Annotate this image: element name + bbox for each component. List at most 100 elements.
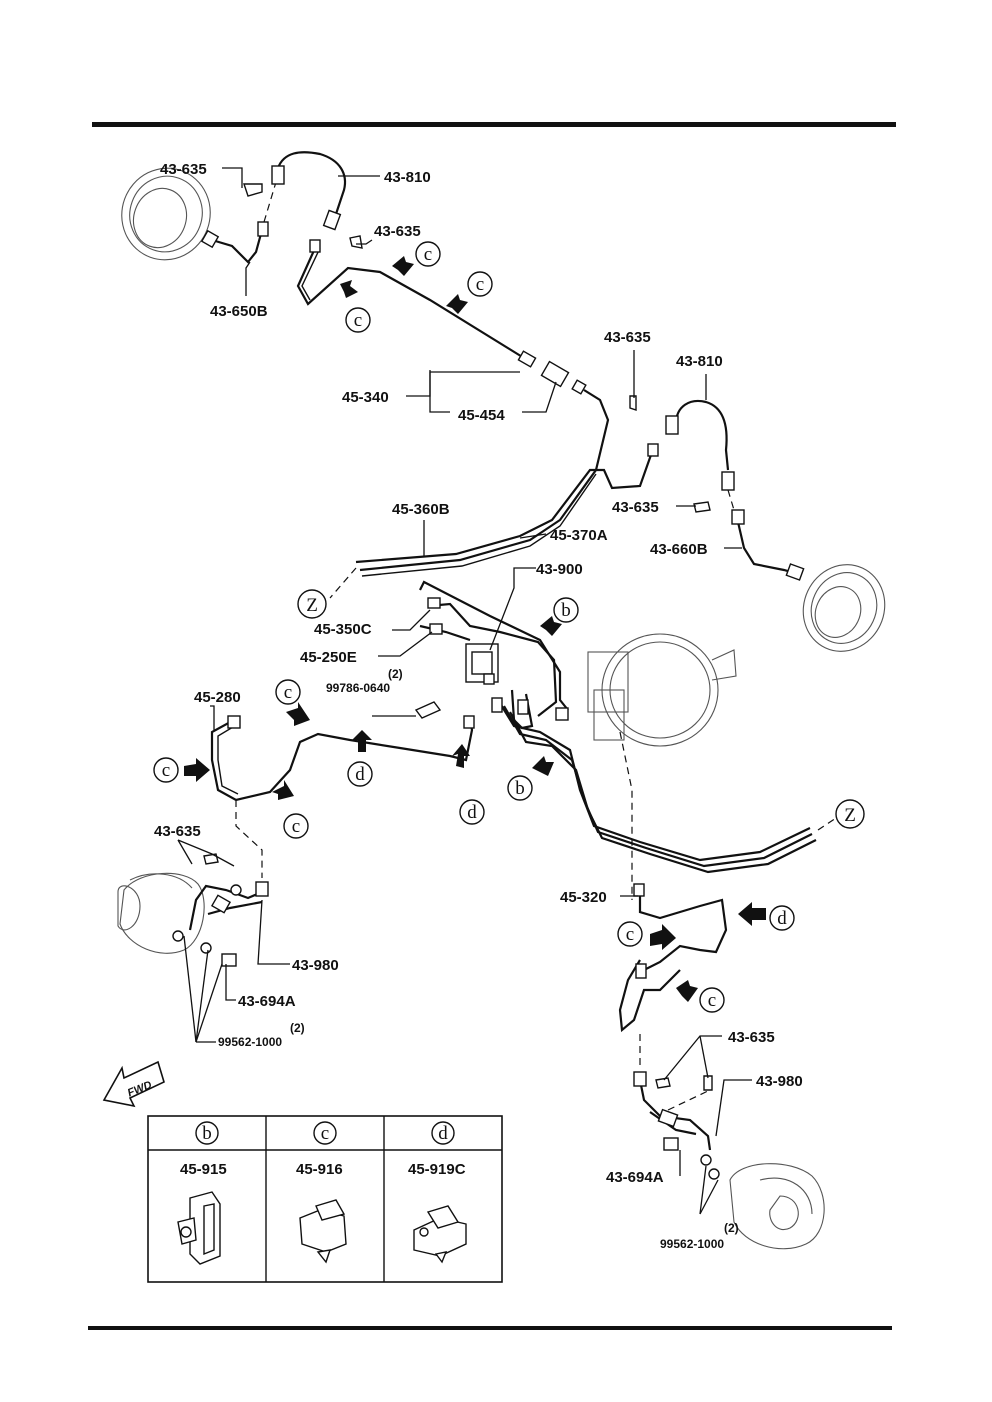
label-45-454: 45-454 xyxy=(458,407,505,424)
label-43-694a-b: 43-694A xyxy=(606,1169,664,1186)
legend-part-45-915: 45-915 xyxy=(180,1161,227,1178)
clip-43-635 xyxy=(629,395,637,411)
pipe-front-right xyxy=(497,699,811,862)
valve-43-900 xyxy=(465,643,499,685)
svg-text:c: c xyxy=(626,924,634,945)
fitting xyxy=(517,699,529,715)
fitting xyxy=(633,1071,647,1087)
qty-99562-1000-a: (2) xyxy=(290,1021,305,1035)
pipe-45-320 xyxy=(638,890,728,973)
brake-pipe-top-inner xyxy=(301,247,321,301)
fitting xyxy=(322,209,342,231)
dash-line xyxy=(817,817,837,831)
clip-45-915-icon xyxy=(177,1191,221,1265)
fwd-arrow-icon: FWD xyxy=(102,1060,165,1108)
hose-43-810-upper xyxy=(276,151,347,215)
pipe-45-280 xyxy=(210,719,474,802)
top-rule xyxy=(92,122,896,127)
dash-line xyxy=(263,181,277,223)
svg-text:d: d xyxy=(467,802,477,823)
label-99786-0640: 99786-0640 xyxy=(326,681,390,695)
svg-text:c: c xyxy=(476,274,484,295)
dash-line xyxy=(235,800,263,878)
clip-legend-table: b c d 45-915 45-916 45-919C xyxy=(147,1115,503,1283)
label-43-635-e: 43-635 xyxy=(154,823,201,840)
bolt-43-694a xyxy=(663,1137,679,1151)
rear-left-brake-drum xyxy=(121,167,211,261)
fitting xyxy=(309,239,321,253)
brake-pipe-45-370a xyxy=(359,389,610,572)
label-45-280: 45-280 xyxy=(194,689,241,706)
hose-43-810-right xyxy=(674,399,730,471)
clip-45-919c-icon xyxy=(413,1205,467,1264)
fitting xyxy=(257,221,269,237)
front-left-caliper xyxy=(117,872,205,954)
legend-header-d: d xyxy=(431,1121,455,1145)
svg-text:b: b xyxy=(515,778,525,799)
clip-43-635 xyxy=(243,183,263,197)
clip-45-916-icon xyxy=(299,1199,347,1264)
clip-43-635 xyxy=(349,235,363,249)
qty-99562-1000-b: (2) xyxy=(724,1221,739,1235)
callout-b-1: b xyxy=(553,597,579,623)
bolt-99786-0640 xyxy=(414,701,442,719)
svg-text:c: c xyxy=(284,682,292,703)
svg-text:d: d xyxy=(777,908,787,929)
hose-43-980-right-b xyxy=(649,1111,697,1136)
label-43-810-a: 43-810 xyxy=(384,169,431,186)
washer xyxy=(230,884,242,896)
callout-c-7: c xyxy=(617,921,643,947)
master-cylinder-booster xyxy=(587,633,737,747)
label-43-635-d: 43-635 xyxy=(612,499,659,516)
callout-d-2: d xyxy=(459,799,485,825)
fitting xyxy=(200,229,220,249)
fitting xyxy=(633,883,645,897)
callout-d-3: d xyxy=(769,905,795,931)
fitting xyxy=(429,623,443,635)
fitting xyxy=(665,415,679,435)
pipe-45-280-b xyxy=(217,723,239,795)
label-43-635-a: 43-635 xyxy=(160,161,207,178)
fitting xyxy=(647,443,659,457)
brake-pipe-outline xyxy=(361,473,597,577)
label-43-660b: 43-660B xyxy=(650,541,708,558)
fitting xyxy=(271,165,285,185)
fitting xyxy=(555,707,569,721)
svg-text:c: c xyxy=(292,816,300,837)
bolt-43-694a xyxy=(221,953,237,967)
callout-c-6: c xyxy=(283,813,309,839)
label-45-320: 45-320 xyxy=(560,889,607,906)
svg-text:Z: Z xyxy=(844,805,856,826)
direction-arrows xyxy=(184,256,766,1002)
callout-c-3: c xyxy=(345,307,371,333)
callout-c-8: c xyxy=(699,987,725,1013)
label-43-900: 43-900 xyxy=(536,561,583,578)
hose-43-650b xyxy=(211,229,264,264)
qty-99786-0640: (2) xyxy=(388,667,403,681)
legend-header-b: b xyxy=(195,1121,219,1145)
fitting xyxy=(227,715,241,729)
washer xyxy=(700,1154,712,1166)
fitting xyxy=(491,697,503,713)
legend-part-45-919c: 45-919C xyxy=(408,1161,466,1178)
fitting xyxy=(210,894,232,914)
hose-43-980-left-b xyxy=(207,900,263,916)
label-99562-1000-b: 99562-1000 xyxy=(660,1237,724,1251)
label-45-250e: 45-250E xyxy=(300,649,357,666)
clip-43-635 xyxy=(693,501,711,513)
pipe-45-350c xyxy=(427,602,558,717)
legend-header-c: c xyxy=(313,1121,337,1145)
washer xyxy=(200,942,212,954)
fitting xyxy=(427,597,441,609)
label-45-350c: 45-350C xyxy=(314,621,372,638)
callout-z-2: Z xyxy=(835,799,865,829)
label-43-810-b: 43-810 xyxy=(676,353,723,370)
callout-c-2: c xyxy=(467,271,493,297)
pipe-45-320-b xyxy=(618,959,681,1033)
callout-c-1: c xyxy=(415,241,441,267)
svg-text:c: c xyxy=(354,310,362,331)
label-45-360b: 45-360B xyxy=(392,501,450,518)
label-43-980-a: 43-980 xyxy=(292,957,339,974)
washer xyxy=(708,1168,720,1180)
